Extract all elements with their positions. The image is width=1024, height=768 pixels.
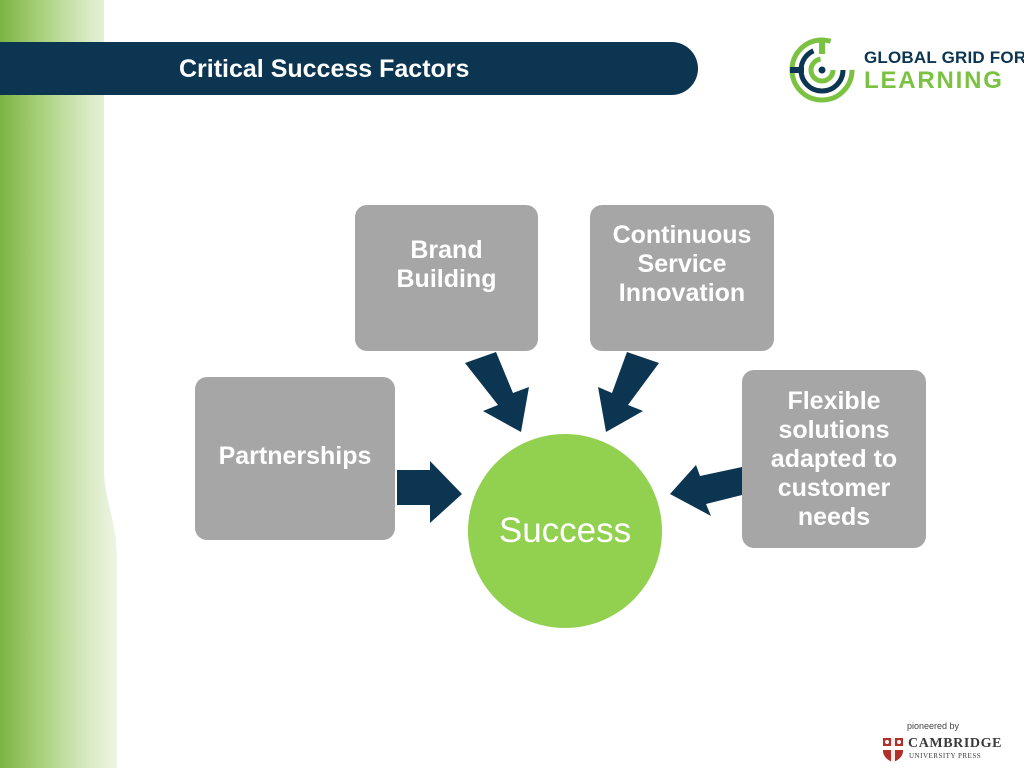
arrow-from-flexible: [670, 465, 742, 516]
cambridge-wordmark: CAMBRIDGE: [908, 736, 1003, 751]
cambridge-footer: pioneered by CAMBRIDGE UNIVERSITY PRESS: [880, 718, 1005, 764]
logo-text-line2: LEARNING: [864, 67, 1004, 94]
success-label: Success: [498, 511, 632, 550]
factor-box-flexible-solutions: Flexible solutions adapted to customer n…: [742, 370, 926, 548]
factor-label: Continuous Service Innovation: [612, 220, 752, 307]
cambridge-shield-icon: [883, 738, 903, 762]
success-circle: Success: [468, 434, 662, 628]
factor-box-partnerships: Partnerships: [195, 377, 395, 540]
left-decorative-band: [0, 0, 117, 768]
factor-label: Flexible solutions adapted to customer n…: [770, 386, 898, 531]
page-title: Critical Success Factors: [179, 55, 470, 83]
arrow-from-partnerships: [397, 461, 462, 523]
arrow-from-brand: [465, 352, 529, 432]
title-bar: [0, 42, 698, 95]
factor-box-brand-building: Brand Building: [355, 205, 538, 351]
factor-label: Brand Building: [396, 236, 497, 293]
factor-label: Partnerships: [218, 442, 372, 470]
pioneered-by-text: pioneered by: [907, 721, 960, 731]
global-grid-logo: GLOBAL GRID FOR LEARNING: [786, 34, 1024, 106]
arrow-from-innovation: [598, 352, 659, 432]
maze-logo-icon: [789, 37, 855, 103]
factor-box-continuous-service-innovation: Continuous Service Innovation: [590, 205, 774, 351]
university-press-text: UNIVERSITY PRESS: [909, 752, 982, 760]
logo-text-line1: GLOBAL GRID FOR: [864, 48, 1024, 67]
